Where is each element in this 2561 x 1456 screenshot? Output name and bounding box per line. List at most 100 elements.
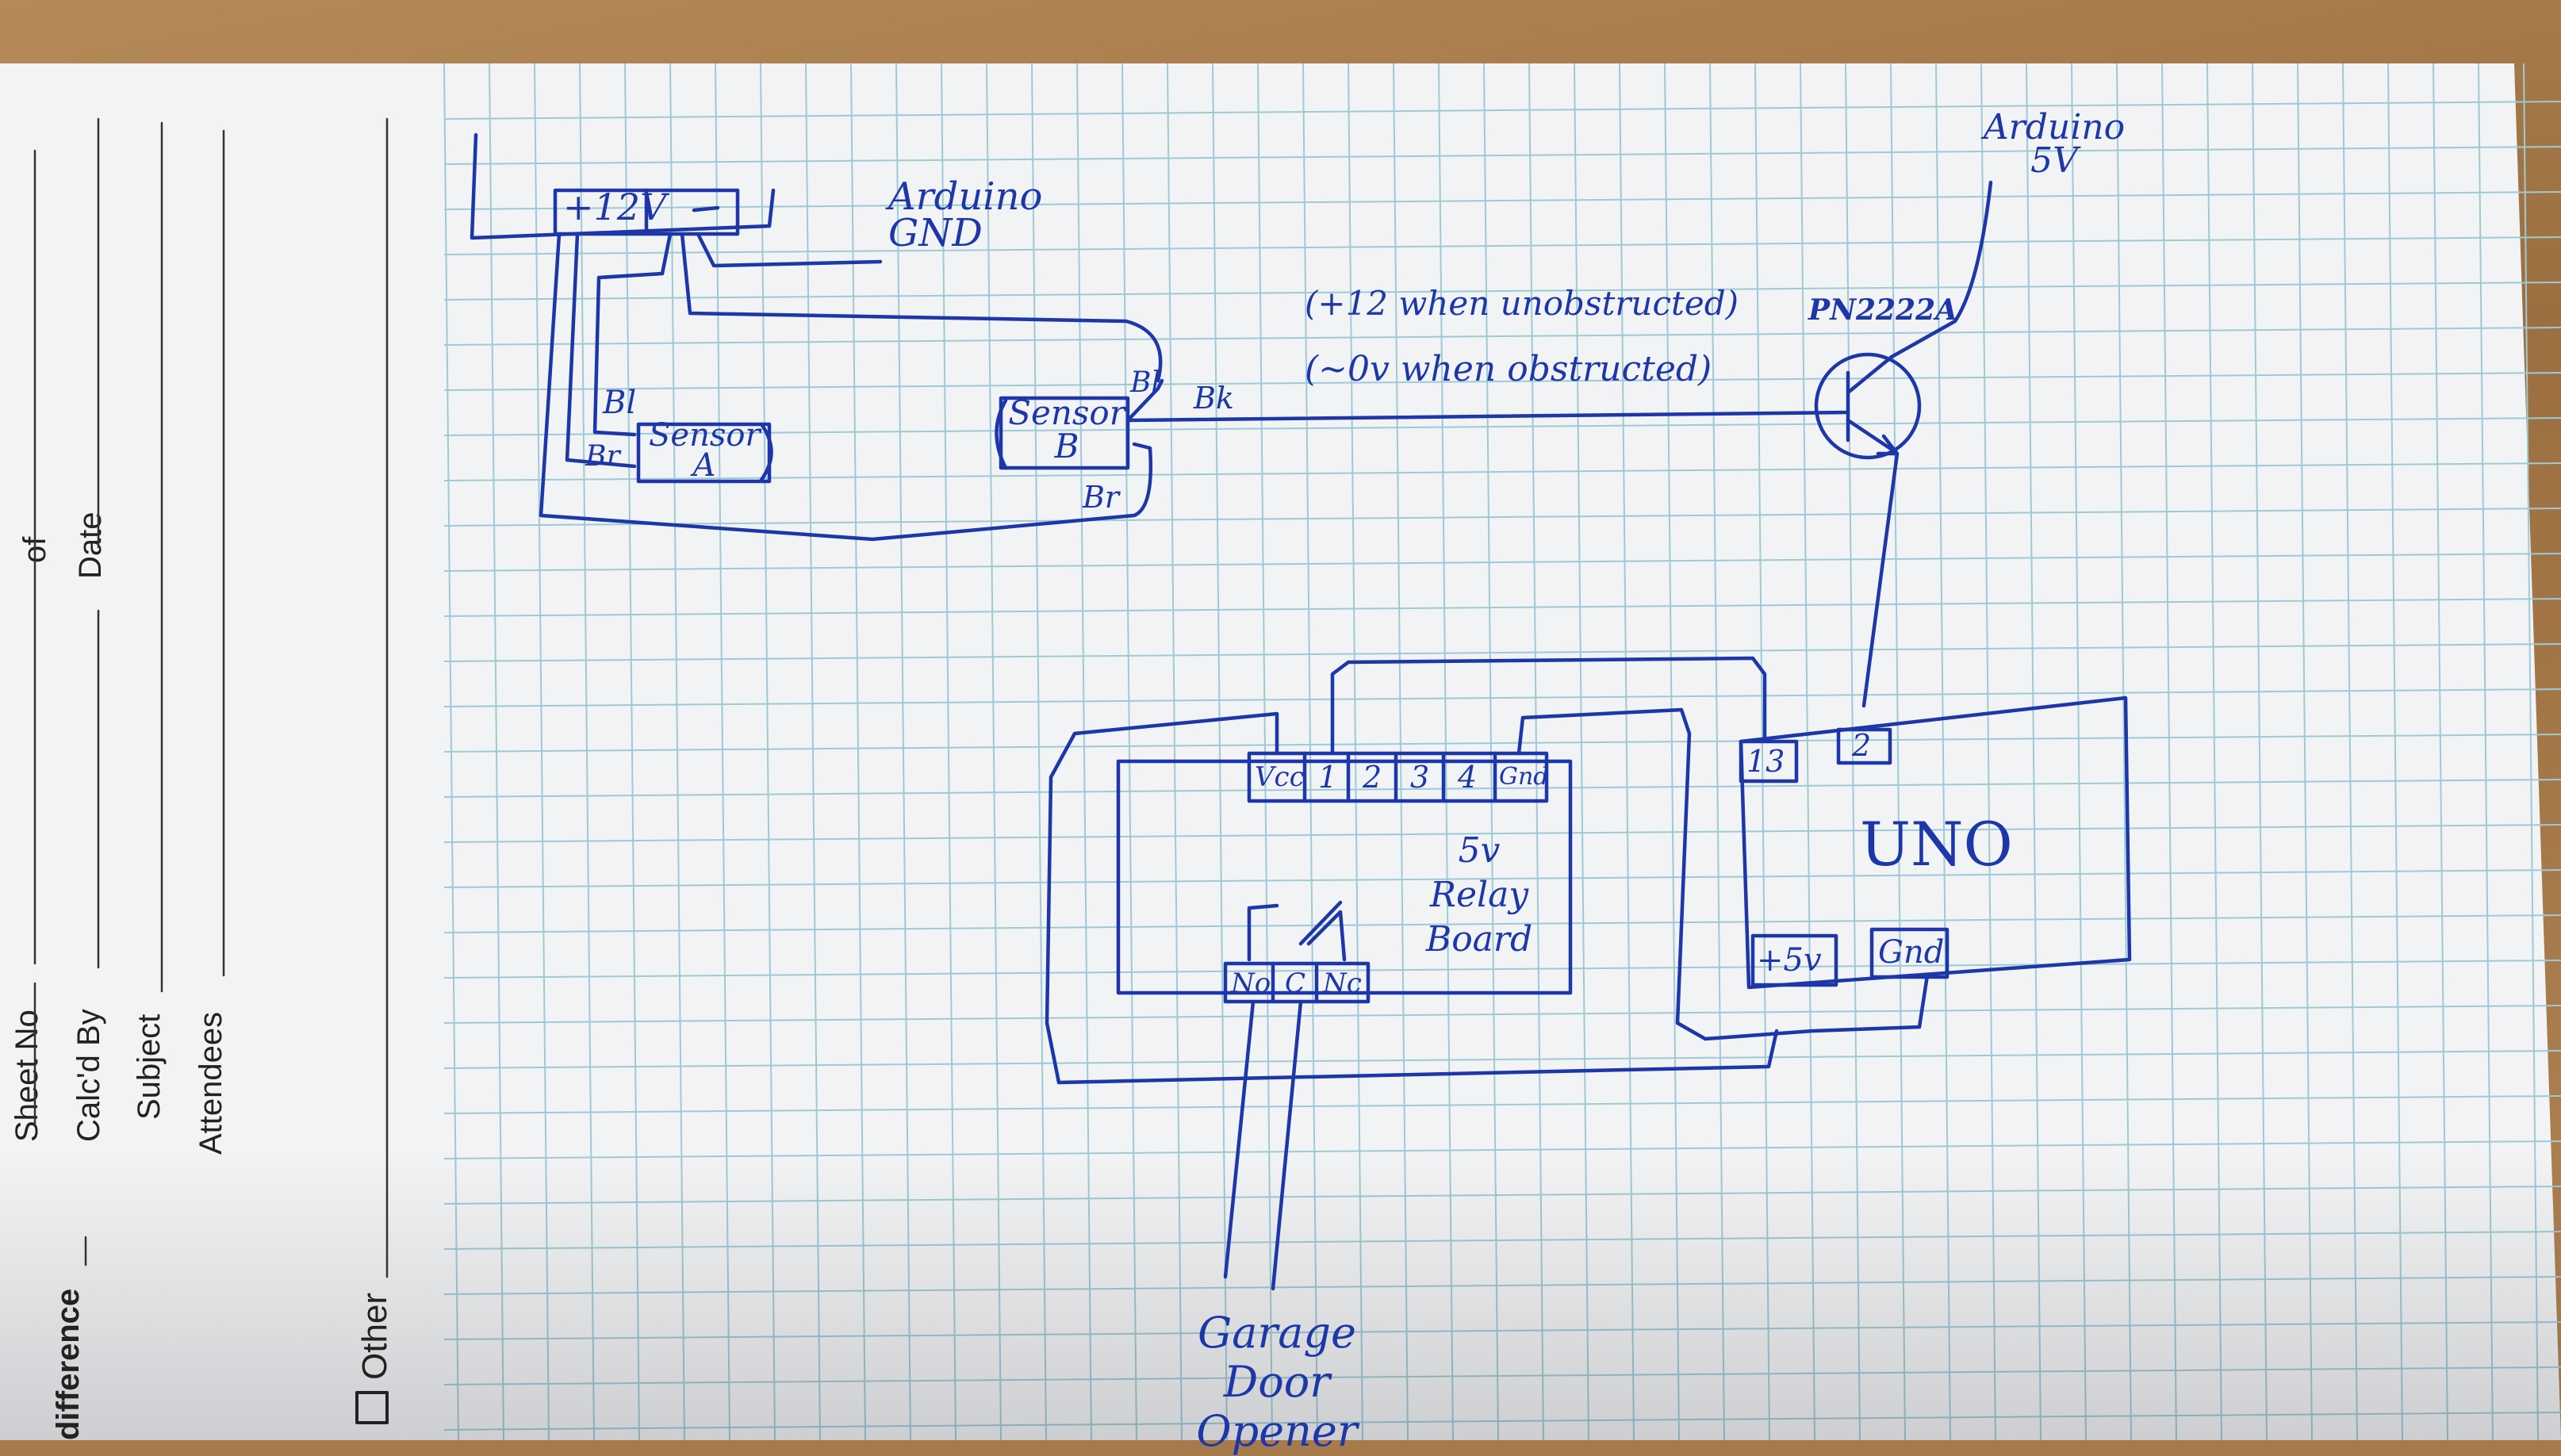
grid-line-horizontal bbox=[443, 372, 2561, 391]
wire-relay-gnd bbox=[1516, 707, 1930, 1041]
grid-line-horizontal bbox=[443, 1412, 2561, 1431]
grid-line-vertical bbox=[895, 63, 911, 1440]
grid-line-horizontal bbox=[443, 598, 2561, 617]
grid-line-horizontal bbox=[443, 236, 2561, 255]
grid-line-vertical bbox=[2252, 63, 2268, 1440]
grid-line-horizontal bbox=[443, 1366, 2561, 1385]
wire-sensor-output bbox=[1125, 410, 1850, 423]
relay-pin-2: 2 bbox=[1363, 760, 1382, 795]
grid-line-horizontal bbox=[443, 1050, 2561, 1069]
relay-pin-gnd: Gnd bbox=[1499, 763, 1549, 791]
note-obstructed: (~0v when obstructed) bbox=[1305, 349, 1712, 389]
relay-contact-c: C bbox=[1285, 967, 1306, 999]
grid-line-vertical bbox=[2206, 63, 2222, 1440]
grid-line-vertical bbox=[1664, 63, 1680, 1440]
grid-line-vertical bbox=[715, 63, 730, 1440]
sensor-b-label: Sensor B bbox=[1008, 393, 1125, 466]
wire-neg-to-sensor-a bbox=[592, 232, 673, 437]
grid-line-horizontal bbox=[443, 191, 2561, 210]
grid-line-horizontal bbox=[443, 1186, 2561, 1205]
grid-line-vertical bbox=[1031, 63, 1047, 1440]
transistor-symbol bbox=[1814, 352, 1922, 460]
relay-pin-4: 4 bbox=[1458, 760, 1478, 795]
grid-line-vertical bbox=[2342, 63, 2358, 1440]
relay-board-label: 5v Relay Board bbox=[1425, 830, 1533, 960]
grid-line-vertical bbox=[2071, 63, 2087, 1440]
wire-to-pin2 bbox=[1861, 451, 1900, 708]
note-unobstructed: (+12 when unobstructed) bbox=[1305, 284, 1739, 323]
grid-line-vertical bbox=[1076, 63, 1092, 1440]
grid-line-vertical bbox=[941, 63, 957, 1440]
grid-line-vertical bbox=[2387, 63, 2403, 1440]
grid-line-horizontal bbox=[443, 101, 2561, 120]
grid-line-vertical bbox=[579, 63, 595, 1440]
grid-line-horizontal bbox=[443, 1231, 2561, 1250]
relay-contact-nc: Nc bbox=[1323, 967, 1362, 999]
grid-line-horizontal bbox=[443, 1095, 2561, 1114]
grid-line-vertical bbox=[2297, 63, 2313, 1440]
sensor-b-br-label: Br bbox=[1083, 480, 1120, 515]
grid-line-vertical bbox=[1845, 63, 1861, 1440]
sensor-b-box bbox=[999, 396, 1130, 470]
wire-pos-to-sensor-a bbox=[565, 232, 637, 469]
sensor-b-bl-label: Bl bbox=[1130, 366, 1160, 399]
grid-line-horizontal bbox=[443, 462, 2561, 481]
sensor-a-br-label: Br bbox=[585, 440, 620, 473]
sensor-a-box bbox=[636, 422, 772, 484]
grid-line-horizontal bbox=[443, 688, 2561, 707]
grid-line-vertical bbox=[2116, 63, 2132, 1440]
grid-line-horizontal bbox=[443, 508, 2561, 527]
grid-line-vertical bbox=[2523, 63, 2539, 1440]
power-supply-pos-label: +12V bbox=[563, 186, 667, 228]
grid-line-vertical bbox=[1709, 63, 1725, 1440]
sensor-a-bl-label: Bl bbox=[603, 385, 637, 421]
grid-line-horizontal bbox=[443, 1276, 2561, 1295]
grid-line-horizontal bbox=[443, 327, 2561, 346]
wire-garage-1 bbox=[1223, 999, 1256, 1279]
grid-line-horizontal bbox=[443, 417, 2561, 436]
grid-line-horizontal bbox=[443, 1140, 2561, 1159]
wire-garage-2 bbox=[1271, 999, 1303, 1291]
relay-pin-1: 1 bbox=[1318, 760, 1338, 795]
grid-line-horizontal bbox=[443, 914, 2561, 933]
grid-line-vertical bbox=[1935, 63, 1951, 1440]
wire-relay-in1 bbox=[1330, 656, 1767, 756]
grid-line-horizontal bbox=[443, 779, 2561, 798]
grid-line-vertical bbox=[2478, 63, 2494, 1440]
uno-label: UNO bbox=[1860, 809, 2013, 879]
grid-line-vertical bbox=[2433, 63, 2448, 1440]
grid-line-vertical bbox=[1121, 63, 1137, 1440]
relay-board-box bbox=[1116, 759, 1573, 995]
grid-line-horizontal bbox=[443, 1005, 2561, 1024]
uno-pin-13: 13 bbox=[1746, 744, 1785, 779]
relay-pin-vcc: Vcc bbox=[1255, 761, 1305, 793]
grid-line-horizontal bbox=[443, 1321, 2561, 1340]
uno-pin-2: 2 bbox=[1852, 728, 1872, 763]
grid-line-vertical bbox=[760, 63, 776, 1440]
transistor-label: PN2222A bbox=[1808, 293, 1958, 327]
wire-neg-to-sensor-b bbox=[680, 232, 1163, 383]
grid-line-vertical bbox=[850, 63, 866, 1440]
arduino-5v-label: Arduino 5V bbox=[1983, 107, 2126, 181]
power-supply-frame bbox=[470, 132, 776, 240]
grid-line-horizontal bbox=[443, 643, 2561, 662]
grid-line-vertical bbox=[1980, 63, 1996, 1440]
wire-arduino-gnd bbox=[696, 232, 883, 268]
grid-line-vertical bbox=[1754, 63, 1770, 1440]
uno-pin-5v: +5v bbox=[1757, 942, 1822, 979]
uno-pin-gnd: Gnd bbox=[1878, 934, 1945, 971]
grid-line-vertical bbox=[669, 63, 685, 1440]
garage-door-opener-label: Garage Door Opener bbox=[1196, 1308, 1358, 1456]
grid-line-vertical bbox=[1574, 63, 1589, 1440]
grid-line-vertical bbox=[805, 63, 821, 1440]
grid-line-vertical bbox=[534, 63, 550, 1440]
sensor-a-label: Sensor A bbox=[649, 417, 761, 484]
grid-line-horizontal bbox=[443, 734, 2561, 753]
grid-line-vertical bbox=[1890, 63, 1906, 1440]
grid-line-vertical bbox=[1800, 63, 1815, 1440]
sensor-b-bk-label: Bk bbox=[1194, 381, 1234, 416]
wire-pos-loop bbox=[539, 232, 1153, 542]
relay-pin-3: 3 bbox=[1410, 760, 1430, 795]
